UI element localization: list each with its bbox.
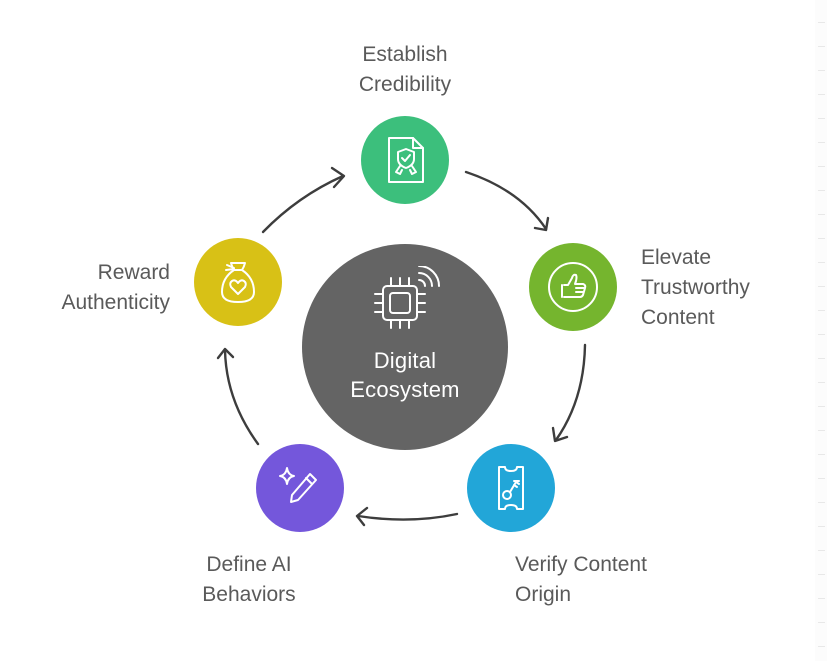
edge-dash — [818, 118, 825, 119]
edge-dash — [818, 430, 825, 431]
edge-dash — [818, 22, 825, 23]
step-node-establish-credibility — [361, 116, 449, 204]
step-node-verify-content-origin — [467, 444, 555, 532]
edge-dash — [818, 190, 825, 191]
label-line: Reward — [97, 261, 170, 284]
arrow-define-to-reward — [216, 347, 260, 446]
label-line: Establish — [362, 43, 448, 66]
arrow-establish-to-elevate — [464, 170, 550, 232]
edge-dash — [818, 454, 825, 455]
step-label-establish-credibility: Establish Credibility — [350, 40, 460, 100]
edge-dash — [818, 334, 825, 335]
edge-dash — [818, 262, 825, 263]
center-label: Digital Ecosystem — [350, 346, 459, 404]
label-line: Content — [641, 306, 715, 329]
right-edge-strip — [815, 0, 827, 661]
edge-dash — [818, 238, 825, 239]
thumbs-up-icon — [548, 262, 598, 312]
label-line: Behaviors — [202, 583, 296, 606]
ticket-key-icon — [498, 466, 524, 510]
edge-dash — [818, 214, 825, 215]
step-label-elevate-trustworthy-content: Elevate Trustworthy Content — [641, 243, 750, 333]
edge-dash — [818, 574, 825, 575]
edge-dash — [818, 550, 825, 551]
center-hub: Digital Ecosystem — [302, 244, 508, 450]
edge-dash — [818, 598, 825, 599]
edge-dash — [818, 46, 825, 47]
label-line: Trustworthy — [641, 276, 750, 299]
edge-dash — [818, 70, 825, 71]
label-line: Authenticity — [61, 291, 170, 314]
money-bag-heart-icon — [221, 262, 255, 303]
edge-dash — [818, 142, 825, 143]
step-node-reward-authenticity — [194, 238, 282, 326]
edge-dash — [818, 94, 825, 95]
chip-wireless-icon — [374, 266, 440, 329]
edge-dash — [818, 382, 825, 383]
edge-dash — [818, 646, 825, 647]
arrow-verify-to-define — [355, 506, 459, 527]
edge-dash — [818, 478, 825, 479]
edge-dash — [818, 286, 825, 287]
arrow-reward-to-establish — [261, 166, 346, 234]
arrow-elevate-to-verify — [551, 343, 587, 443]
sparkle-pencil-icon — [279, 467, 317, 503]
edge-dash — [818, 166, 825, 167]
step-label-define-ai-behaviors: Define AI Behaviors — [190, 550, 308, 610]
edge-dash — [818, 526, 825, 527]
step-node-elevate-trustworthy-content — [529, 243, 617, 331]
edge-dash — [818, 622, 825, 623]
label-line: Credibility — [358, 73, 452, 96]
label-line: Verify Content — [515, 553, 647, 576]
label-line: Elevate — [641, 246, 712, 269]
step-node-define-ai-behaviors — [256, 444, 344, 532]
step-label-verify-content-origin: Verify Content Origin — [515, 550, 647, 610]
certificate-document-icon — [388, 137, 424, 183]
label-line: Define AI — [206, 553, 292, 576]
edge-dash — [818, 310, 825, 311]
edge-dash — [818, 358, 825, 359]
edge-dash — [818, 406, 825, 407]
center-label-line1: Digital — [373, 348, 437, 373]
center-label-line2: Ecosystem — [350, 377, 460, 402]
step-label-reward-authenticity: Reward Authenticity — [38, 258, 170, 318]
edge-dash — [818, 502, 825, 503]
label-line: Origin — [515, 583, 572, 606]
